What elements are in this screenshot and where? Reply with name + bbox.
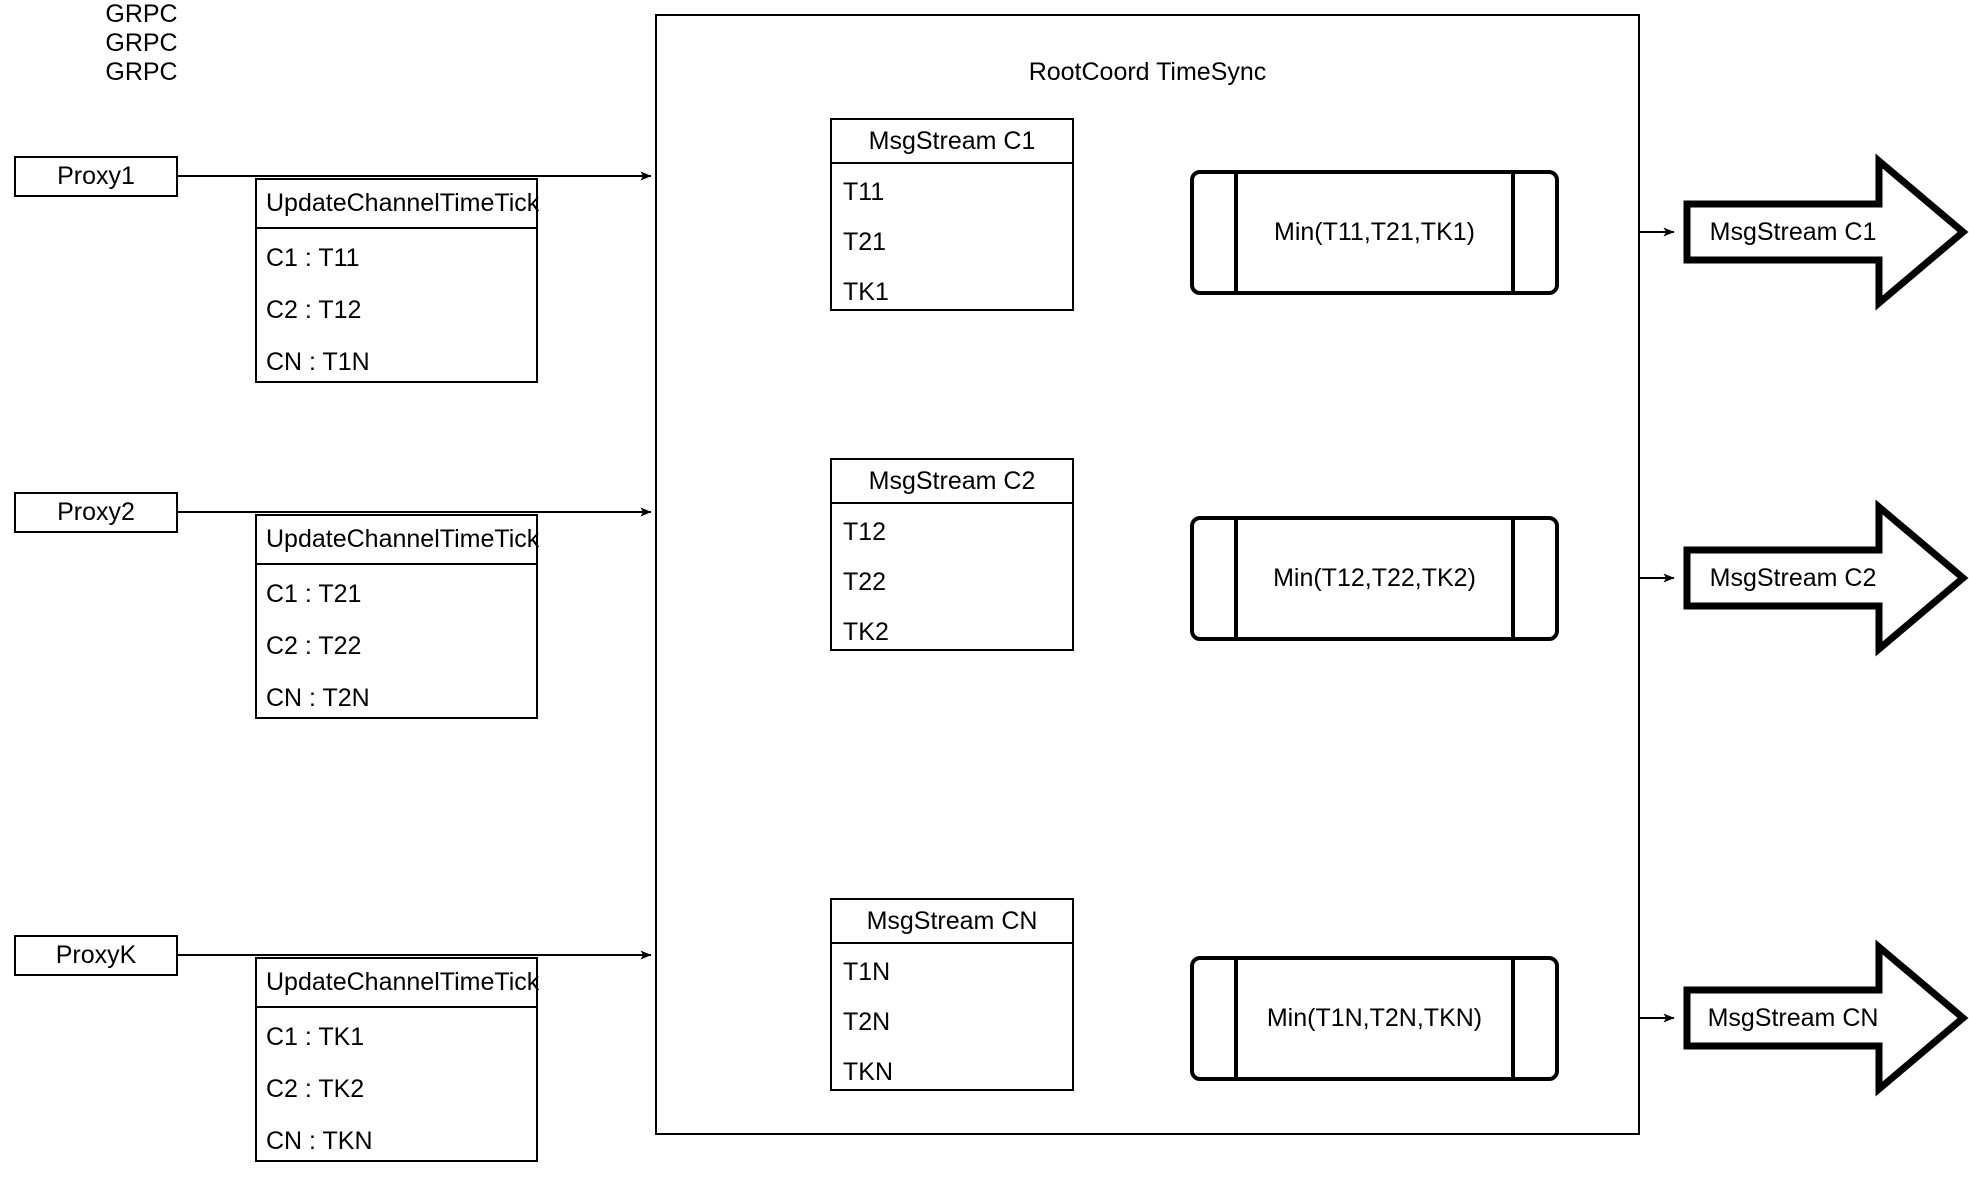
min-process-label: Min(T11,T21,TK1) bbox=[1274, 218, 1475, 246]
update-channel-timetick-box-3: UpdateChannelTimeTick C1 : TK1 C2 : TK2 … bbox=[255, 957, 539, 1162]
msgstream-title: MsgStream C2 bbox=[832, 460, 1072, 504]
output-msgstream-arrow-cn: MsgStream CN bbox=[1683, 938, 1969, 1098]
uctt-row: CN : T1N bbox=[266, 348, 370, 376]
proxy-label: ProxyK bbox=[55, 941, 137, 969]
process-left-bar bbox=[1234, 959, 1238, 1078]
msgstream-box-c2: MsgStream C2 T12 T22 TK2 bbox=[830, 458, 1074, 651]
proxy-box-proxy1[interactable]: Proxy1 bbox=[14, 156, 178, 197]
update-channel-timetick-box-1: UpdateChannelTimeTick C1 : T11 C2 : T12 … bbox=[255, 178, 539, 383]
uctt-body: C1 : T11 C2 : T12 CN : T1N bbox=[257, 229, 536, 381]
process-right-bar bbox=[1511, 173, 1515, 292]
uctt-row: C1 : TK1 bbox=[266, 1023, 365, 1051]
min-process-box-2: Min(T12,T22,TK2) bbox=[1190, 516, 1559, 641]
uctt-row: C1 : T21 bbox=[266, 580, 362, 608]
msgstream-body: T12 T22 TK2 bbox=[832, 504, 1072, 649]
uctt-title: UpdateChannelTimeTick bbox=[257, 180, 539, 229]
grpc-label-1: GRPC bbox=[105, 0, 178, 28]
uctt-body: C1 : T21 C2 : T22 CN : T2N bbox=[257, 565, 536, 717]
uctt-row: C2 : TK2 bbox=[266, 1075, 365, 1103]
output-msgstream-arrow-c2: MsgStream C2 bbox=[1683, 498, 1969, 658]
msgstream-title: MsgStream C1 bbox=[832, 120, 1072, 164]
msgstream-row: T22 bbox=[843, 568, 887, 596]
msgstream-body: T11 T21 TK1 bbox=[832, 164, 1072, 309]
proxy-box-proxyk[interactable]: ProxyK bbox=[14, 935, 178, 976]
msgstream-body: T1N T2N TKN bbox=[832, 944, 1072, 1089]
msgstream-row: TKN bbox=[843, 1058, 893, 1086]
uctt-title: UpdateChannelTimeTick bbox=[257, 516, 539, 565]
output-msgstream-arrow-c1: MsgStream C1 bbox=[1683, 152, 1969, 312]
msgstream-row: T11 bbox=[843, 178, 885, 206]
proxy-label: Proxy1 bbox=[57, 162, 135, 190]
uctt-title: UpdateChannelTimeTick bbox=[257, 959, 539, 1008]
grpc-label-2: GRPC bbox=[105, 29, 178, 57]
uctt-row: C2 : T22 bbox=[266, 632, 362, 660]
uctt-row: CN : TKN bbox=[266, 1127, 373, 1155]
msgstream-row: T12 bbox=[843, 518, 887, 546]
process-left-bar bbox=[1234, 519, 1238, 638]
process-left-bar bbox=[1234, 173, 1238, 292]
uctt-row: C1 : T11 bbox=[266, 244, 360, 272]
min-process-label: Min(T1N,T2N,TKN) bbox=[1266, 1004, 1483, 1032]
msgstream-title: MsgStream CN bbox=[832, 900, 1072, 944]
min-process-box-1: Min(T11,T21,TK1) bbox=[1190, 170, 1559, 295]
update-channel-timetick-box-2: UpdateChannelTimeTick C1 : T21 C2 : T22 … bbox=[255, 514, 539, 719]
msgstream-row: T2N bbox=[843, 1008, 891, 1036]
uctt-body: C1 : TK1 C2 : TK2 CN : TKN bbox=[257, 1008, 536, 1160]
min-process-label: Min(T12,T22,TK2) bbox=[1273, 564, 1476, 592]
grpc-label-3: GRPC bbox=[105, 58, 178, 86]
msgstream-box-cn: MsgStream CN T1N T2N TKN bbox=[830, 898, 1074, 1091]
proxy-label: Proxy2 bbox=[57, 498, 135, 526]
uctt-row: CN : T2N bbox=[266, 684, 370, 712]
process-right-bar bbox=[1511, 519, 1515, 638]
msgstream-row: T21 bbox=[843, 228, 887, 256]
grpc-connector-group bbox=[178, 171, 652, 960]
msgstream-box-c1: MsgStream C1 T11 T21 TK1 bbox=[830, 118, 1074, 311]
msgstream-row: T1N bbox=[843, 958, 891, 986]
proxy-box-proxy2[interactable]: Proxy2 bbox=[14, 492, 178, 533]
uctt-row: C2 : T12 bbox=[266, 296, 362, 324]
min-process-box-3: Min(T1N,T2N,TKN) bbox=[1190, 956, 1559, 1081]
msgstream-row: TK2 bbox=[843, 618, 889, 646]
rootcoord-timesync-title: RootCoord TimeSync bbox=[1028, 58, 1267, 86]
process-right-bar bbox=[1511, 959, 1515, 1078]
msgstream-row: TK1 bbox=[843, 278, 889, 306]
